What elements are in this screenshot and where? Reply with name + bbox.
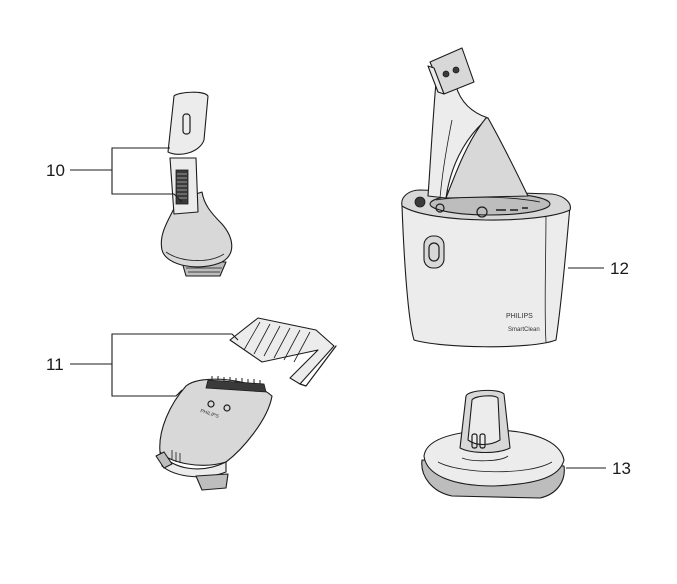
callout-11-leader xyxy=(70,333,239,397)
callout-11-number: 11 xyxy=(46,355,64,374)
callout-13-number: 13 xyxy=(612,459,631,478)
beard-trimmer-attachment: PHILIPS xyxy=(155,317,337,491)
cleaner-brand-text: PHILIPS xyxy=(506,313,533,320)
callout-10-leader xyxy=(70,147,183,203)
cleaner-model-text: SmartClean xyxy=(508,327,540,333)
cleaning-system: PHILIPS SmartClean xyxy=(401,47,571,348)
charging-stand xyxy=(421,389,565,499)
trimmer-brand-text: PHILIPS xyxy=(199,408,220,420)
callout-10-number: 10 xyxy=(46,161,65,180)
callout-12-number: 12 xyxy=(610,259,629,278)
precision-trimmer-attachment xyxy=(160,91,233,277)
